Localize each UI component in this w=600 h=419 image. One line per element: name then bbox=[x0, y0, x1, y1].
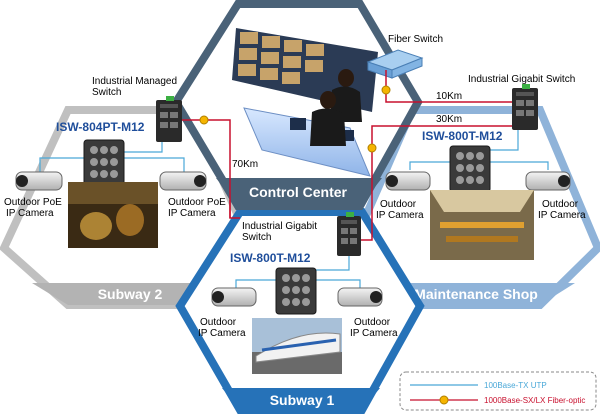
distance-70km: 70Km bbox=[232, 159, 258, 170]
subway1-camera-left bbox=[211, 287, 257, 307]
maintenance-banner bbox=[376, 283, 575, 305]
maintenance-photo bbox=[430, 190, 534, 260]
subway2-camera-right bbox=[159, 171, 207, 191]
maintenance-switch bbox=[449, 145, 491, 193]
legend-fiber-label: 1000Base-SX/LX Fiber-optic bbox=[484, 396, 585, 405]
subway1-photo bbox=[252, 318, 342, 374]
subway2-camera-left-label-1: Outdoor PoE bbox=[4, 197, 62, 208]
fiber-connector bbox=[367, 143, 377, 153]
gigabit-switch-right bbox=[512, 84, 538, 130]
subway2-title: Subway 2 bbox=[98, 286, 163, 302]
distance-30km: 30Km bbox=[436, 114, 462, 125]
gigabit-switch-center-label-2: Switch bbox=[242, 232, 271, 243]
control-title: Control Center bbox=[249, 184, 348, 200]
gigabit-switch-right-label: Industrial Gigabit Switch bbox=[468, 74, 575, 85]
subway2-photo bbox=[68, 182, 158, 248]
maintenance-camera-left-label-2: IP Camera bbox=[376, 210, 424, 221]
maintenance-model: ISW-800T-M12 bbox=[422, 129, 503, 143]
subway1-banner bbox=[222, 388, 380, 410]
fiber-switch-label: Fiber Switch bbox=[388, 34, 443, 45]
gigabit-switch-center bbox=[337, 212, 361, 256]
subway1-switch bbox=[275, 267, 317, 315]
control-banner bbox=[216, 178, 382, 206]
subway1-camera-right-label-1: Outdoor bbox=[354, 317, 391, 328]
fiber-link-subway1-30km bbox=[361, 125, 512, 241]
maintenance-camera-right-label-1: Outdoor bbox=[542, 199, 579, 210]
subway2-camera-left bbox=[15, 171, 63, 191]
subway2-switch bbox=[83, 139, 125, 187]
subway2-camera-right-label-1: Outdoor PoE bbox=[168, 197, 226, 208]
gigabit-switch-center-label-1: Industrial Gigabit bbox=[242, 221, 317, 232]
fiber-connector bbox=[199, 115, 209, 125]
subway1-model: ISW-800T-M12 bbox=[230, 251, 311, 265]
fiber-link-maintenance-10km bbox=[385, 70, 512, 103]
legend-fiber-connector bbox=[439, 395, 449, 405]
subway1-camera-right-label-2: IP Camera bbox=[350, 328, 398, 339]
fiber-connectors bbox=[199, 85, 391, 153]
subway1-title: Subway 1 bbox=[270, 392, 335, 408]
subway2-banner bbox=[32, 283, 228, 305]
managed-switch-label-1: Industrial Managed bbox=[92, 76, 177, 87]
managed-switch bbox=[156, 96, 182, 142]
fiber-connector bbox=[381, 85, 391, 95]
legend: 100Base-TX UTP 1000Base-SX/LX Fiber-opti… bbox=[399, 371, 597, 411]
maintenance-title: Maintenance Shop bbox=[414, 286, 538, 302]
subway2-model: ISW-804PT-M12 bbox=[56, 120, 145, 134]
fiber-links bbox=[182, 70, 512, 241]
subway2-camera-right-label-2: IP Camera bbox=[168, 208, 216, 219]
distance-10km: 10Km bbox=[436, 91, 462, 102]
subway1-camera-right bbox=[337, 287, 383, 307]
subway1-camera-left-label-2: IP Camera bbox=[198, 328, 246, 339]
managed-switch-label-2: Switch bbox=[92, 87, 121, 98]
maintenance-camera-right bbox=[525, 171, 571, 191]
maintenance-camera-left bbox=[385, 171, 431, 191]
legend-utp-label: 100Base-TX UTP bbox=[484, 381, 547, 390]
maintenance-camera-right-label-2: IP Camera bbox=[538, 210, 586, 221]
maintenance-camera-left-label-1: Outdoor bbox=[380, 199, 417, 210]
subway1-camera-left-label-1: Outdoor bbox=[200, 317, 237, 328]
subway2-camera-left-label-2: IP Camera bbox=[6, 208, 54, 219]
operator-2 bbox=[310, 91, 346, 146]
